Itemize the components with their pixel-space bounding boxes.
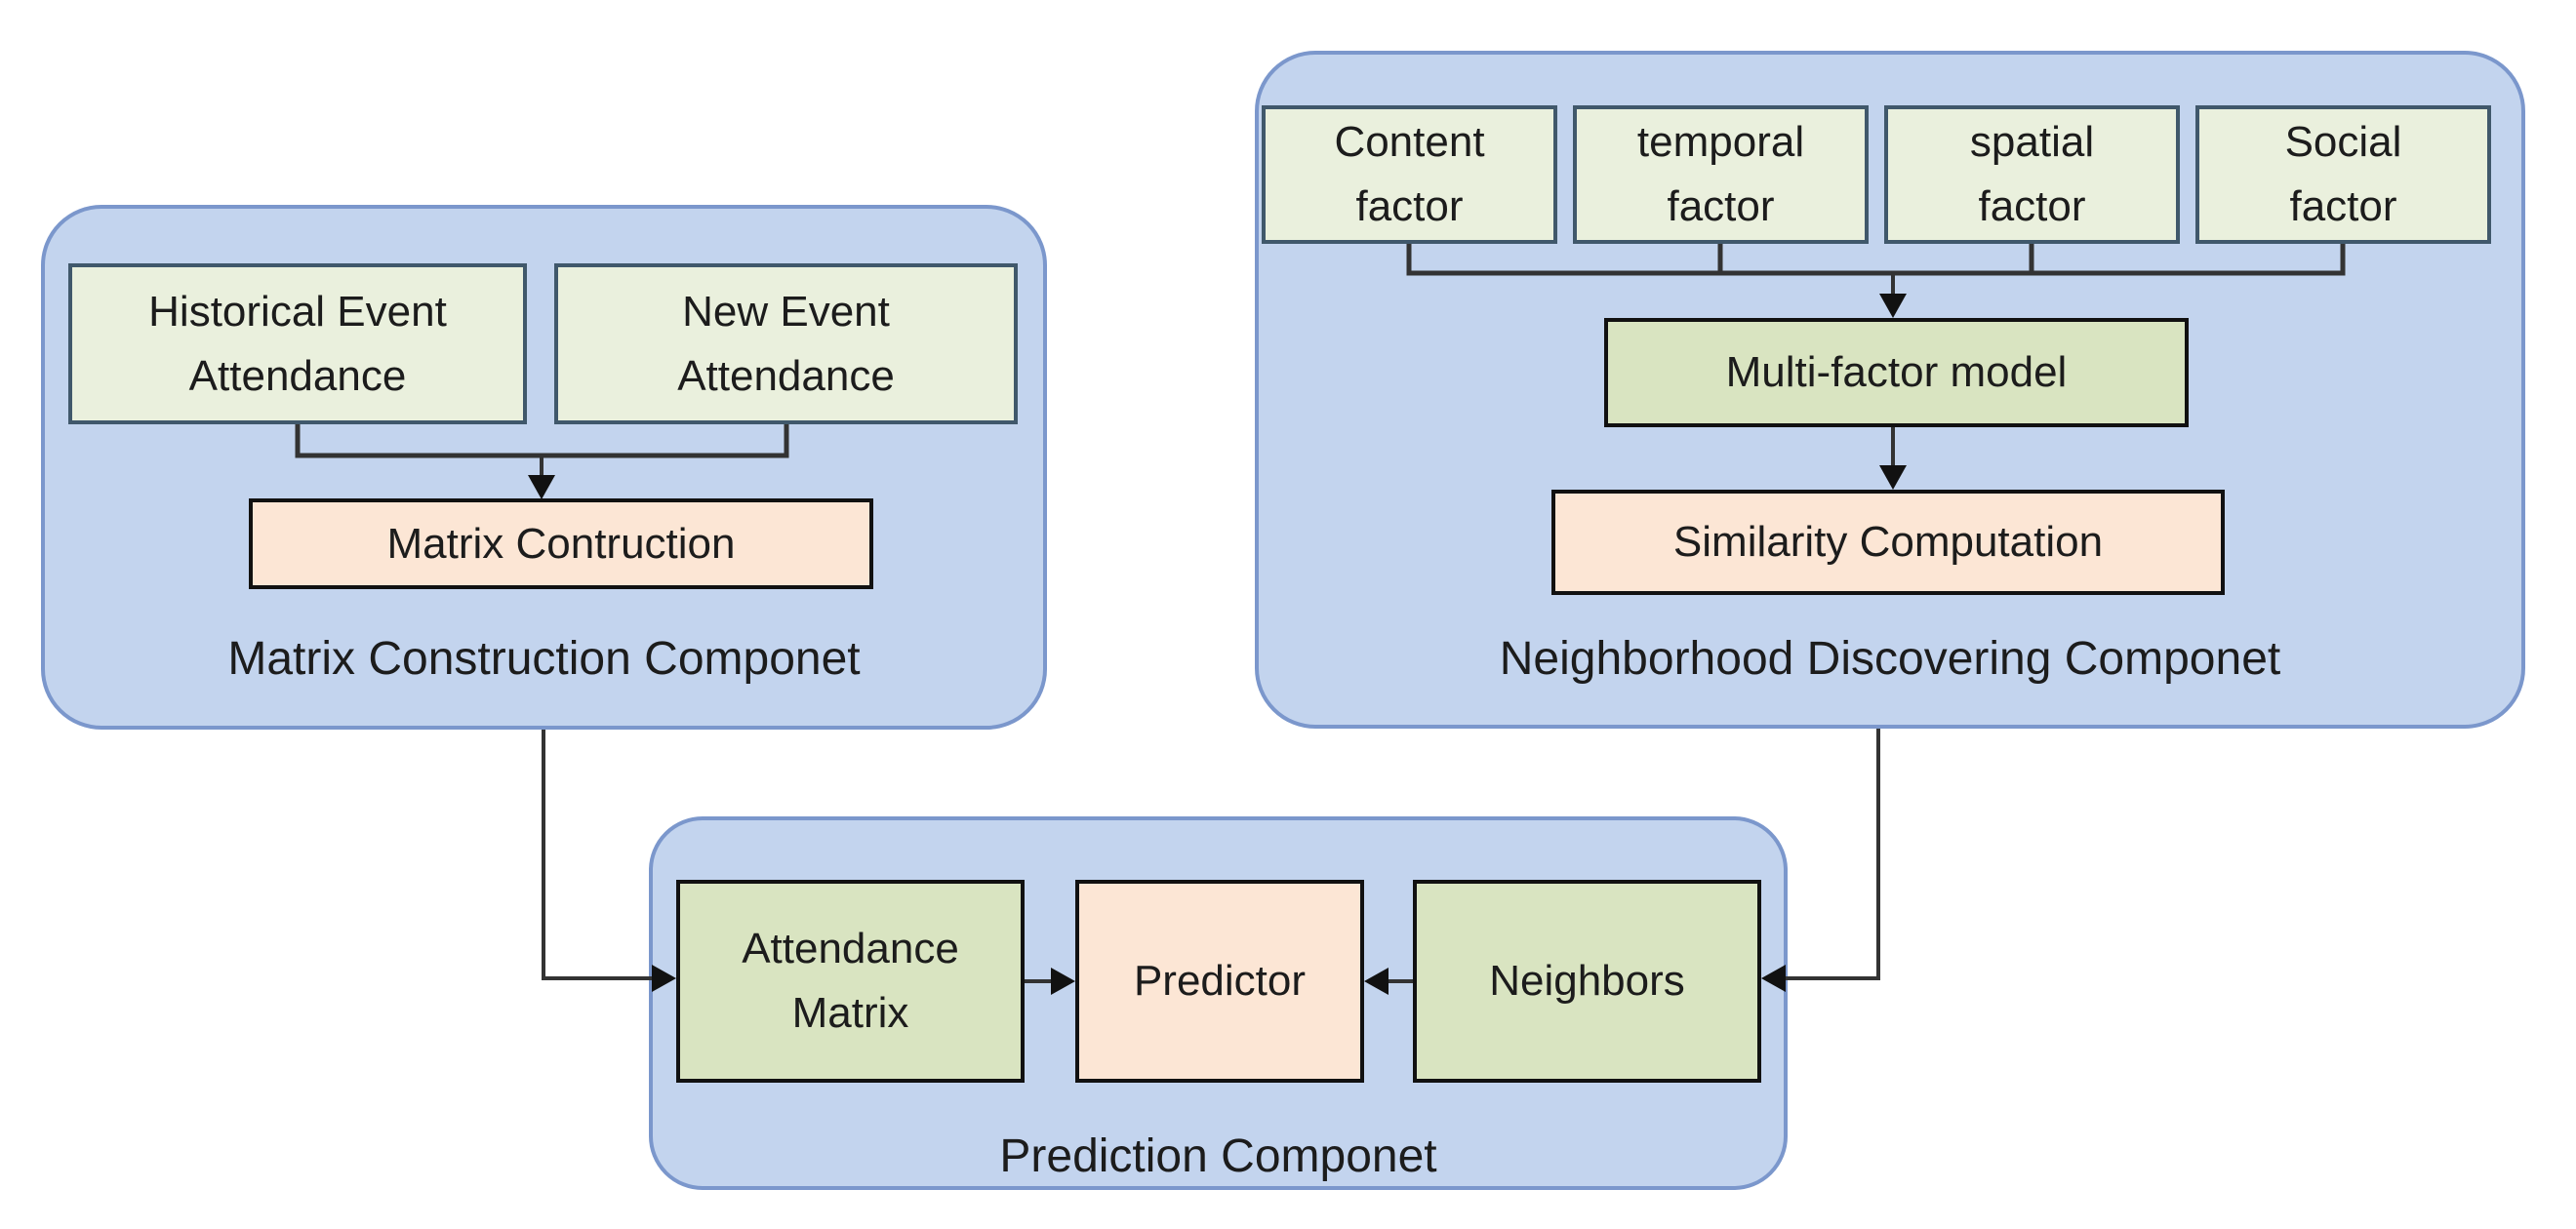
prediction-component-label: Prediction Componet bbox=[999, 1130, 1437, 1182]
connector-attendance-to-predictor bbox=[1025, 968, 1075, 995]
multi-factor-model-box: Multi-factor model bbox=[1604, 318, 2189, 427]
matrix-construction-component-label: Matrix Construction Componet bbox=[227, 633, 861, 685]
historical-event-attendance-box: Historical Event Attendance bbox=[68, 263, 527, 424]
social-factor-box: Social factor bbox=[2195, 105, 2491, 244]
connector-factors-to-multifactor bbox=[1406, 244, 2346, 318]
neighborhood-discovering-component-label: Neighborhood Discovering Componet bbox=[1499, 633, 2281, 685]
predictor-box: Predictor bbox=[1075, 880, 1364, 1083]
temporal-factor-box: temporal factor bbox=[1573, 105, 1869, 244]
matrix-contruction-box: Matrix Contruction bbox=[249, 498, 873, 589]
similarity-computation-box: Similarity Computation bbox=[1551, 490, 2225, 595]
connector-events-to-matrix bbox=[295, 424, 789, 499]
spatial-factor-box: spatial factor bbox=[1884, 105, 2180, 244]
connector-neighborhood-to-neighbors bbox=[1761, 729, 1880, 992]
new-event-attendance-box: New Event Attendance bbox=[554, 263, 1018, 424]
connector-multifactor-to-similarity bbox=[1879, 427, 1907, 490]
content-factor-box: Content factor bbox=[1262, 105, 1557, 244]
connector-neighbors-to-predictor bbox=[1364, 968, 1413, 995]
attendance-matrix-box: Attendance Matrix bbox=[676, 880, 1025, 1083]
neighbors-box: Neighbors bbox=[1413, 880, 1761, 1083]
connector-matrixcomponent-to-attendance bbox=[542, 730, 676, 992]
